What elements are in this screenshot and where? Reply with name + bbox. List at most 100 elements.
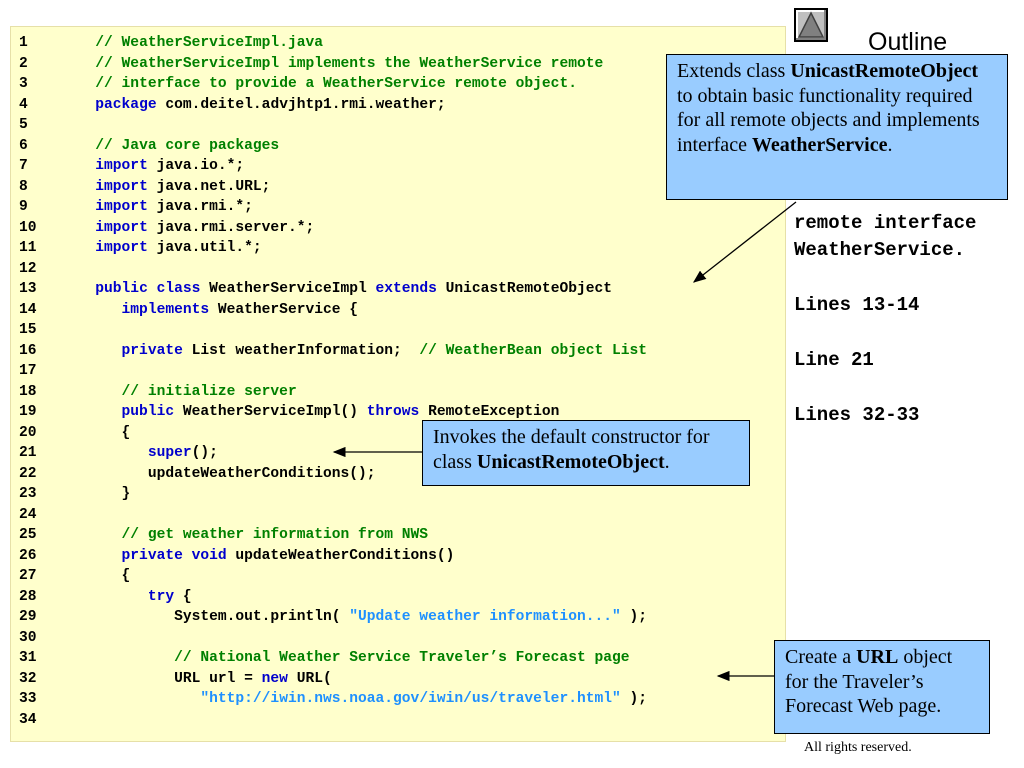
outline-note	[794, 375, 976, 403]
line-number: 17	[19, 363, 37, 379]
code-token: );	[620, 691, 648, 707]
code-line: 10 import java.rmi.server.*;	[11, 218, 647, 239]
code-line: 24	[11, 505, 647, 526]
code-token: extends	[375, 281, 437, 297]
line-number: 9	[19, 199, 28, 215]
code-token: // WeatherServiceImpl.java	[95, 35, 323, 51]
line-number: 21	[19, 445, 37, 461]
code-token: WeatherServiceImpl	[200, 281, 376, 297]
callout-class-name: UnicastRemoteObject	[790, 60, 979, 82]
line-number: 26	[19, 547, 37, 564]
outline-note: WeatherService.	[794, 239, 966, 261]
code-token: import	[95, 240, 148, 256]
code-token: public	[121, 404, 175, 420]
line-number: 34	[19, 711, 37, 728]
code-token: // Java core packages	[95, 137, 280, 154]
code-token: UnicastRemoteObject	[436, 281, 612, 297]
code-token: WeatherServiceImpl()	[174, 404, 367, 420]
code-token: import	[95, 219, 148, 236]
line-number: 3	[19, 76, 28, 92]
code-token: URL url =	[69, 670, 262, 687]
line-number: 8	[19, 178, 28, 195]
code-listing-panel: 1 // WeatherServiceImpl.java 2 // Weather…	[10, 26, 786, 742]
line-number: 7	[19, 158, 28, 174]
outline-note	[794, 265, 976, 293]
line-number: 6	[19, 137, 28, 154]
code-line: 8 import java.net.URL;	[11, 177, 647, 198]
code-line: 31 // National Weather Service Traveler’…	[11, 648, 647, 669]
code-token: throws	[366, 404, 420, 420]
outline-note: Lines 13-14	[794, 294, 920, 316]
code-line: 18 // initialize server	[11, 382, 647, 403]
code-token: import	[95, 199, 148, 215]
code-token	[69, 691, 200, 707]
outline-note: remote interface	[794, 211, 977, 234]
callout-extends-class: Extends class UnicastRemoteObject to obt…	[666, 54, 1008, 200]
code-token	[69, 97, 95, 113]
line-number: 12	[19, 260, 37, 277]
code-line: 28 try {	[11, 587, 647, 608]
line-number: 20	[19, 424, 37, 441]
line-number: 30	[19, 629, 37, 646]
code-token: new	[261, 670, 288, 687]
line-number: 31	[19, 650, 37, 666]
line-number: 15	[19, 322, 37, 338]
code-token	[69, 343, 122, 359]
line-number: 25	[19, 527, 37, 543]
code-token: }	[69, 486, 131, 502]
code-token	[69, 138, 95, 154]
up-triangle-icon	[797, 11, 825, 38]
line-number: 16	[19, 342, 37, 359]
line-number: 23	[19, 486, 37, 502]
code-line: 3 // interface to provide a WeatherServi…	[11, 74, 647, 95]
code-token: import	[95, 178, 148, 195]
callout-text: Invokes the default constructor for clas…	[433, 426, 710, 473]
code-token: // get weather information from NWS	[121, 527, 429, 543]
code-line: 17	[11, 361, 647, 382]
code-token: updateWeatherConditions()	[226, 547, 455, 564]
code-line: 19 public WeatherServiceImpl() throws Re…	[11, 402, 647, 423]
line-number: 18	[19, 383, 37, 400]
line-number: 32	[19, 670, 37, 687]
code-token: // initialize server	[121, 383, 297, 400]
code-token	[69, 179, 95, 195]
callout-text: Create a	[785, 646, 857, 668]
code-token: java.rmi.*;	[147, 199, 253, 215]
callout-text: to obtain basic functionality required f…	[677, 84, 980, 156]
code-line: 21 super();	[11, 443, 647, 464]
copyright-footer: All rights reserved.	[804, 740, 912, 755]
line-number: 1	[19, 35, 28, 51]
code-token: java.rmi.server.*;	[147, 219, 315, 236]
code-token: // interface to provide a WeatherService…	[95, 76, 577, 92]
code-line: 22 updateWeatherConditions();	[11, 464, 647, 485]
code-line: 7 import java.io.*;	[11, 156, 647, 177]
code-token: // WeatherServiceImpl implements the Wea…	[95, 55, 604, 72]
previous-slide-button[interactable]	[794, 8, 828, 42]
code-token: java.util.*;	[147, 240, 262, 256]
code-token: java.net.URL;	[147, 178, 271, 195]
code-token: "http://iwin.nws.noaa.gov/iwin/us/travel…	[200, 691, 621, 707]
callout-interface-name: WeatherService	[751, 133, 888, 156]
code-token	[69, 158, 95, 174]
outline-title: Outline	[868, 28, 948, 56]
code-token: package	[95, 96, 157, 113]
code-token: URL(	[287, 670, 332, 687]
code-token	[69, 56, 95, 72]
code-token	[69, 76, 95, 92]
code-line: 13 public class WeatherServiceImpl exten…	[11, 279, 647, 300]
code-token: List weatherInformation;	[182, 342, 420, 359]
code-token: // National Weather Service Traveler’s F…	[174, 650, 630, 666]
code-token	[69, 650, 174, 666]
code-token: private	[121, 342, 183, 359]
code-token: {	[69, 568, 131, 584]
code-token	[69, 281, 95, 297]
code-token: java.io.*;	[147, 158, 245, 174]
code-token: try	[147, 588, 175, 605]
code-line: 4 package com.deitel.advjhtp1.rmi.weathe…	[11, 95, 647, 116]
code-token	[69, 220, 95, 236]
code-token	[69, 527, 122, 543]
line-number: 11	[19, 240, 37, 256]
line-number: 2	[19, 55, 28, 72]
outline-note: Lines 32-33	[794, 404, 920, 426]
callout-class-name: UnicastRemoteObject	[476, 450, 665, 473]
